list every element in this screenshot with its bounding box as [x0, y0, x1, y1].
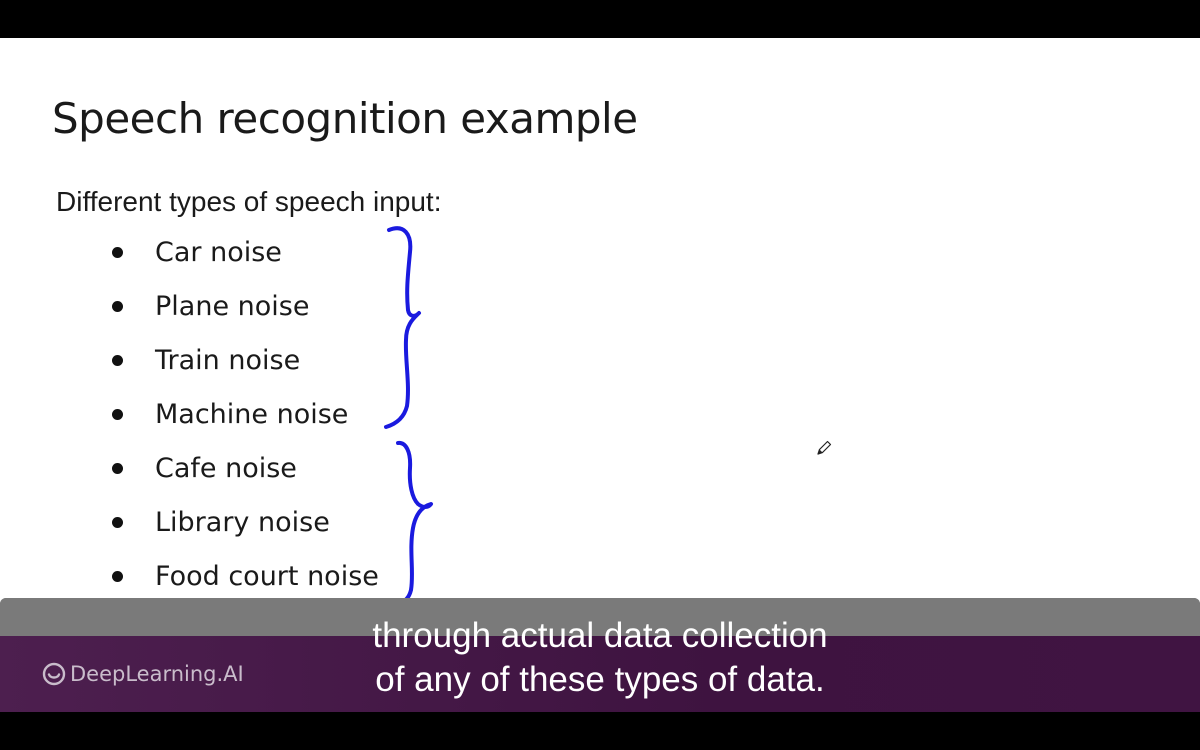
list-item-label: Plane noise	[155, 290, 310, 322]
caption-bar-bottom	[0, 636, 1200, 712]
list-item: Machine noise	[112, 396, 348, 432]
list-item: Food court noise	[112, 558, 379, 594]
bullet-dot-icon	[112, 246, 123, 258]
list-item: Cafe noise	[112, 450, 297, 486]
subtitle-caption: through actual data collection of any of…	[0, 614, 1200, 702]
bullet-dot-icon	[112, 354, 123, 366]
deeplearning-logo-icon	[42, 662, 66, 686]
slide-title: Speech recognition example	[52, 94, 638, 143]
list-item: Train noise	[112, 342, 300, 378]
pen-cursor-icon	[817, 440, 832, 455]
slide-subtitle: Different types of speech input:	[56, 186, 442, 217]
brand-watermark: DeepLearning.AI	[42, 662, 244, 686]
caption-line-2: of any of these types of data.	[375, 660, 825, 699]
bullet-dot-icon	[112, 408, 123, 420]
caption-line-1: through actual data collection	[372, 616, 828, 655]
list-item: Plane noise	[112, 288, 309, 324]
bullet-dot-icon	[112, 570, 123, 582]
bullet-dot-icon	[112, 300, 123, 312]
bullet-dot-icon	[112, 516, 123, 528]
list-item-label: Cafe noise	[155, 452, 297, 484]
bullet-dot-icon	[112, 462, 123, 474]
caption-bar-top	[0, 598, 1200, 636]
brace-lower-icon	[396, 440, 433, 603]
list-item-label: Train noise	[155, 344, 301, 376]
list-item-label: Machine noise	[155, 398, 349, 430]
brand-name: DeepLearning.AI	[70, 662, 244, 686]
list-item-label: Library noise	[155, 506, 330, 538]
list-item: Library noise	[112, 504, 330, 540]
caption-bar: DeepLearning.AI through actual data coll…	[0, 598, 1200, 712]
list-item-label: Car noise	[155, 236, 282, 268]
brace-upper-icon	[384, 226, 421, 429]
list-item: Car noise	[112, 234, 282, 270]
list-item-label: Food court noise	[155, 560, 379, 592]
